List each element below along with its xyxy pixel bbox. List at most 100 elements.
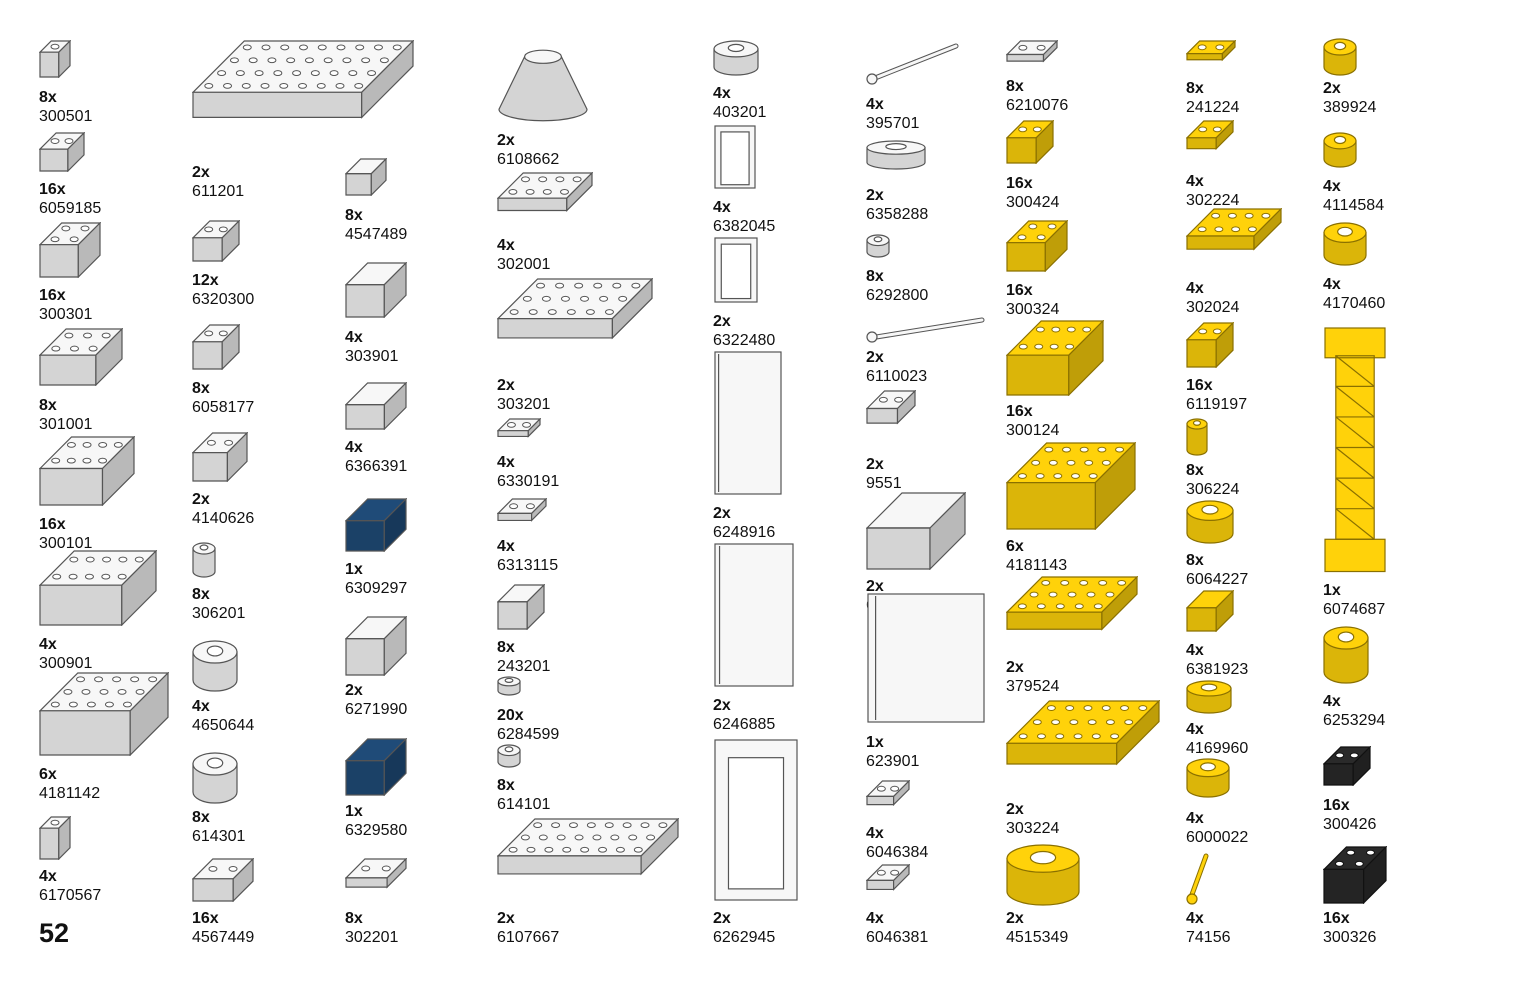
part-number: 302224 <box>1186 192 1240 209</box>
part-number: 4181143 <box>1006 557 1068 574</box>
part-illustration <box>866 492 966 570</box>
part-illustration <box>345 262 407 318</box>
part-number: 6046381 <box>866 929 929 946</box>
part-quantity: 4x <box>1186 280 1204 297</box>
part-illustration <box>345 382 407 430</box>
part-number: 6058177 <box>192 399 255 416</box>
part-quantity: 2x <box>866 349 884 366</box>
part-illustration <box>345 498 407 552</box>
part-quantity: 2x <box>1006 910 1024 927</box>
part-quantity: 16x <box>1186 377 1213 394</box>
part-quantity: 8x <box>39 89 57 106</box>
part-illustration <box>192 432 248 482</box>
part-illustration <box>866 140 926 170</box>
part-illustration <box>39 816 71 860</box>
part-quantity: 16x <box>1323 910 1350 927</box>
part-quantity: 4x <box>1323 276 1341 293</box>
part-quantity: 4x <box>713 85 731 102</box>
part-illustration <box>1186 120 1234 151</box>
part-quantity: 2x <box>1006 659 1024 676</box>
part-number: 300424 <box>1006 194 1060 211</box>
part-number: 4650644 <box>192 717 255 734</box>
part-illustration <box>497 418 541 438</box>
part-number: 4169960 <box>1186 740 1249 757</box>
part-quantity: 4x <box>713 199 731 216</box>
part-quantity: 2x <box>497 910 515 927</box>
part-number: 300326 <box>1323 929 1377 946</box>
part-quantity: 8x <box>345 910 363 927</box>
part-quantity: 4x <box>1186 810 1204 827</box>
part-quantity: 8x <box>192 586 210 603</box>
part-quantity: 16x <box>192 910 219 927</box>
part-number: 241224 <box>1186 99 1240 116</box>
part-quantity: 16x <box>39 181 66 198</box>
part-number: 614101 <box>497 796 551 813</box>
part-illustration <box>345 616 407 676</box>
part-number: 4181142 <box>39 785 101 802</box>
part-quantity: 4x <box>497 454 515 471</box>
part-illustration <box>192 542 216 578</box>
part-number: 6170567 <box>39 887 102 904</box>
part-number: 6074687 <box>1323 601 1386 618</box>
part-illustration <box>192 220 240 262</box>
part-illustration <box>1006 320 1104 396</box>
part-illustration <box>1006 700 1160 766</box>
part-quantity: 16x <box>39 516 66 533</box>
part-quantity: 8x <box>1186 462 1204 479</box>
part-illustration <box>1186 418 1208 456</box>
part-number: 379524 <box>1006 678 1060 695</box>
part-illustration <box>866 317 985 343</box>
part-quantity: 16x <box>1006 282 1033 299</box>
part-number: 4170460 <box>1323 295 1386 312</box>
part-quantity: 4x <box>345 439 363 456</box>
part-quantity: 4x <box>39 868 57 885</box>
part-number: 6382045 <box>713 218 776 235</box>
page-number: 52 <box>39 918 70 948</box>
part-number: 6210076 <box>1006 97 1069 114</box>
part-illustration <box>192 640 238 692</box>
part-quantity: 2x <box>866 456 884 473</box>
part-number: 4140626 <box>192 510 255 527</box>
part-quantity: 4x <box>1186 721 1204 738</box>
part-number: 303224 <box>1006 820 1060 837</box>
part-quantity: 4x <box>866 96 884 113</box>
part-illustration <box>345 858 407 889</box>
part-quantity: 8x <box>1186 552 1204 569</box>
part-illustration <box>1186 208 1282 251</box>
part-illustration <box>498 49 588 122</box>
part-quantity: 4x <box>866 825 884 842</box>
part-illustration <box>1186 590 1234 632</box>
part-illustration <box>192 324 240 370</box>
part-illustration <box>714 739 798 901</box>
part-quantity: 8x <box>192 809 210 826</box>
part-quantity: 2x <box>192 491 210 508</box>
part-quantity: 4x <box>345 329 363 346</box>
part-illustration <box>714 237 758 303</box>
part-illustration <box>192 752 238 804</box>
part-number: 303901 <box>345 348 399 365</box>
part-quantity: 8x <box>866 268 884 285</box>
part-number: 306201 <box>192 605 246 622</box>
part-quantity: 8x <box>1186 80 1204 97</box>
part-number: 6262945 <box>713 929 776 946</box>
part-illustration <box>39 672 169 756</box>
part-number: 389924 <box>1323 99 1377 116</box>
part-quantity: 2x <box>866 187 884 204</box>
part-illustration <box>1323 846 1387 904</box>
part-number: 6107667 <box>497 929 560 946</box>
part-number: 6064227 <box>1186 571 1249 588</box>
part-illustration <box>497 818 679 876</box>
part-number: 302024 <box>1186 299 1240 316</box>
part-quantity: 4x <box>39 636 57 653</box>
part-number: 6320300 <box>192 291 255 308</box>
part-quantity: 2x <box>345 682 363 699</box>
part-number: 300101 <box>39 535 93 552</box>
part-illustration <box>192 858 254 902</box>
part-illustration <box>1186 322 1234 368</box>
part-number: 4515349 <box>1006 929 1069 946</box>
part-number: 6284599 <box>497 726 560 743</box>
part-illustration <box>1186 853 1209 905</box>
part-number: 6358288 <box>866 206 929 223</box>
part-number: 6330191 <box>497 473 560 490</box>
part-illustration <box>866 390 916 425</box>
